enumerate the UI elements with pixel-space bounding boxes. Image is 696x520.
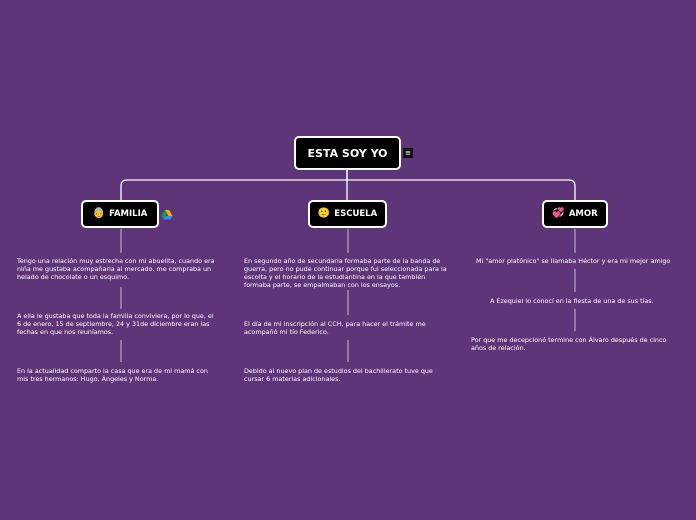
topic-amor-1[interactable]: Mi "amor platónico" se llamaba Héctor y …	[476, 257, 671, 265]
connector-root-amor	[347, 179, 576, 201]
topic-escuela-2[interactable]: El día de mi inscripción al CCH, para ha…	[244, 320, 426, 336]
branch-label: ESCUELA	[334, 209, 378, 219]
branch-label: AMOR	[568, 209, 598, 219]
topic-familia-3[interactable]: En la actualidad comparto la casa que er…	[17, 367, 208, 383]
branch-familia[interactable]: 👵 FAMILIA	[81, 200, 159, 228]
branch-label: FAMILIA	[109, 209, 148, 219]
branch-amor[interactable]: 💞 AMOR	[542, 200, 608, 228]
branch-escuela[interactable]: 🙂 ESCUELA	[308, 200, 387, 228]
topic-escuela-1[interactable]: En segundo año de secundaria formaba par…	[244, 257, 447, 289]
grandmother-icon: 👵	[92, 208, 106, 219]
topic-familia-1[interactable]: Tengo una relación muy estrecha con mi a…	[17, 257, 215, 281]
google-drive-icon[interactable]	[161, 209, 173, 221]
topic-amor-2[interactable]: A Ezequiel lo conocí en la fiesta de una…	[490, 297, 654, 305]
notes-icon[interactable]: ≡	[403, 148, 413, 158]
topic-escuela-3[interactable]: Debido al nuevo plan de estudios del bac…	[244, 367, 433, 383]
root-node[interactable]: ESTA SOY YO	[294, 136, 401, 170]
heart-icon: 💞	[552, 208, 565, 219]
root-label: ESTA SOY YO	[307, 146, 388, 160]
topic-familia-2[interactable]: A ella le gustaba que toda la familia co…	[17, 312, 214, 336]
topic-amor-3[interactable]: Por que me decepcionó termine con Álvaro…	[471, 336, 667, 352]
connector-root-familia	[120, 170, 348, 201]
smiley-icon: 🙂	[317, 208, 331, 219]
